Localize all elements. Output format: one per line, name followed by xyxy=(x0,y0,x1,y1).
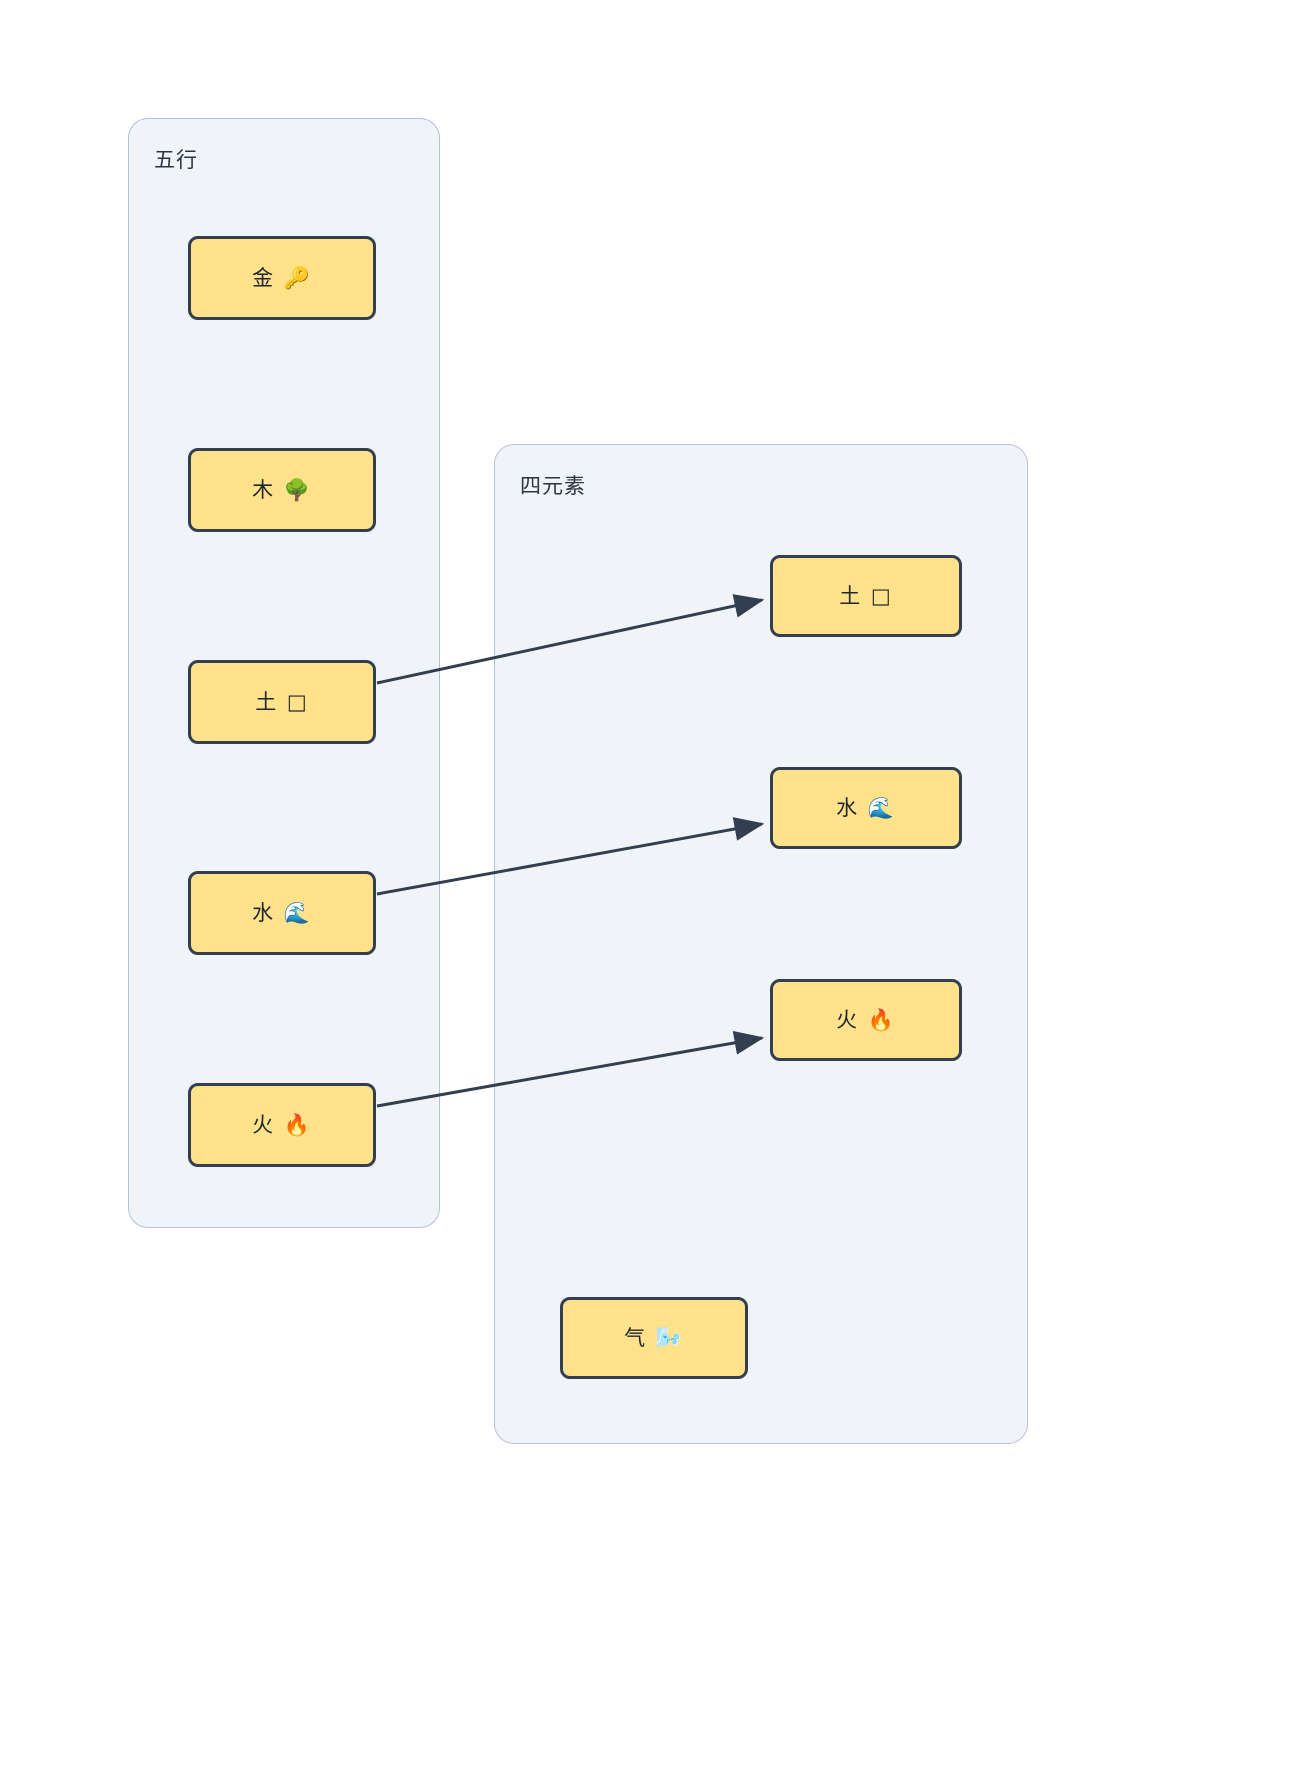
node-shui-wuxing[interactable]: 水 🌊 xyxy=(188,871,376,955)
node-tu-siyuansu-label: 土 □ xyxy=(839,583,893,608)
node-huo-siyuansu-label: 火 🔥 xyxy=(836,1007,896,1032)
node-qi-label: 气 🌬️ xyxy=(624,1325,684,1350)
cluster-siyuansu-label: 四元素 xyxy=(520,474,586,498)
node-mu[interactable]: 木 🌳 xyxy=(188,448,376,532)
node-tu-siyuansu[interactable]: 土 □ xyxy=(770,555,962,637)
node-tu-wuxing[interactable]: 土 □ xyxy=(188,660,376,744)
node-huo-wuxing[interactable]: 火 🔥 xyxy=(188,1083,376,1167)
node-jin[interactable]: 金 🔑 xyxy=(188,236,376,320)
node-shui-siyuansu[interactable]: 水 🌊 xyxy=(770,767,962,849)
cluster-wuxing-label: 五行 xyxy=(154,148,198,172)
node-huo-wuxing-label: 火 🔥 xyxy=(252,1112,312,1137)
node-shui-wuxing-label: 水 🌊 xyxy=(252,900,312,925)
node-mu-label: 木 🌳 xyxy=(252,477,312,502)
node-huo-siyuansu[interactable]: 火 🔥 xyxy=(770,979,962,1061)
node-qi[interactable]: 气 🌬️ xyxy=(560,1297,748,1379)
node-tu-wuxing-label: 土 □ xyxy=(255,689,309,714)
node-shui-siyuansu-label: 水 🌊 xyxy=(836,795,896,820)
node-jin-label: 金 🔑 xyxy=(252,265,312,290)
